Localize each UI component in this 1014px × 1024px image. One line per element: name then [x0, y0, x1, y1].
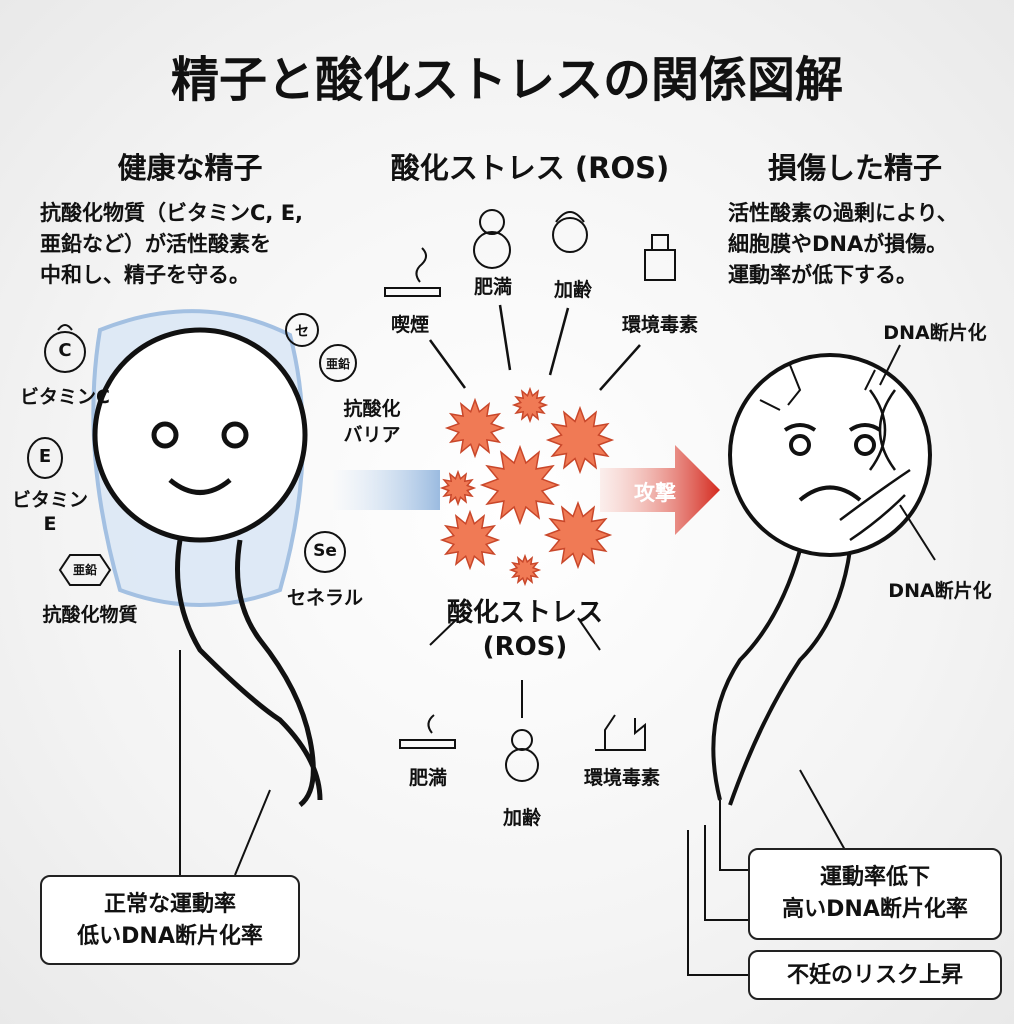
- vitamin-c-icon: C: [58, 340, 72, 361]
- box-line: 低いDNA断片化率: [77, 924, 263, 949]
- healthy-description: 抗酸化物質（ビタミンC, E, 亜鉛など）が活性酸素を 中和し、精子を守る。: [40, 198, 303, 291]
- factor-icons: [384, 209, 676, 782]
- desc-line: 運動率が低下する。: [728, 263, 917, 287]
- damaged-description: 活性酸素の過剰により、 細胞膜やDNAが損傷。 運動率が低下する。: [728, 198, 958, 291]
- factor-smoking: 喫煙: [390, 314, 430, 336]
- selenium-icon: Se: [313, 541, 337, 561]
- page-title: 精子と酸化ストレスの関係図解: [170, 52, 844, 108]
- ros-burst: [479, 444, 561, 526]
- ros-burst: [545, 405, 615, 475]
- zinc-icon: 亜鉛: [72, 563, 98, 577]
- selenium-label: セネラル: [286, 587, 364, 609]
- factor-toxins: 環境毒素: [621, 314, 699, 336]
- vitamin-e-icon: E: [38, 446, 52, 467]
- dna-fragmentation-label: DNA断片化: [883, 322, 987, 344]
- attack-arrow: [600, 445, 720, 535]
- infertility-risk-box: 不妊のリスク上昇: [748, 950, 1002, 1000]
- selenium-jp-icon: セ: [295, 324, 309, 340]
- desc-line: 抗酸化物質（ビタミンC, E,: [40, 201, 304, 225]
- ros-burst: [439, 509, 501, 571]
- ros-burst: [543, 500, 613, 570]
- bottom-factor-aging: 加齢: [502, 807, 542, 829]
- ros-center-label: 酸化ストレス (ROS): [447, 596, 603, 664]
- vitamin-c-label: ビタミンC: [20, 386, 110, 408]
- protection-band: [330, 470, 440, 510]
- label-line: 酸化ストレス: [446, 598, 604, 628]
- box-line: 運動率低下: [819, 865, 930, 890]
- label-line: 抗酸化: [343, 398, 401, 420]
- healthy-result-box: 正常な運動率低いDNA断片化率: [40, 875, 300, 965]
- bottom-factor-toxins: 環境毒素: [583, 767, 661, 789]
- ros-heading: 酸化ストレス (ROS): [390, 151, 670, 185]
- zinc-icon-2: 亜鉛: [325, 357, 351, 371]
- damaged-heading: 損傷した精子: [767, 151, 943, 185]
- dna-fragmentation-label: DNA断片化: [888, 580, 992, 602]
- barrier-label: 抗酸化バリア: [343, 396, 400, 448]
- ros-burst: [511, 386, 549, 424]
- factor-aging: 加齢: [553, 279, 593, 301]
- desc-line: 活性酸素の過剰により、: [728, 201, 958, 225]
- attack-label: 攻撃: [634, 481, 676, 505]
- ros-burst: [439, 469, 477, 507]
- ros-burst: [508, 553, 542, 587]
- desc-line: 中和し、精子を守る。: [40, 263, 250, 287]
- antioxidants-label: 抗酸化物質: [42, 604, 138, 626]
- desc-line: 亜鉛など）が活性酸素を: [40, 232, 271, 256]
- box-line: 正常な運動率: [103, 892, 236, 917]
- label-line: バリア: [343, 424, 401, 446]
- healthy-sperm: [92, 327, 323, 807]
- label-line: E: [43, 513, 57, 535]
- damaged-sperm: [687, 344, 936, 976]
- label-line: (ROS): [482, 632, 568, 662]
- desc-line: 細胞膜やDNAが損傷。: [728, 232, 948, 256]
- factor-obesity: 肥満: [473, 276, 513, 298]
- ros-burst: [444, 397, 506, 459]
- box-line: 高いDNA断片化率: [782, 897, 968, 922]
- label-line: ビタミン: [11, 489, 89, 511]
- damaged-result-box: 運動率低下高いDNA断片化率: [748, 848, 1002, 940]
- ros-bursts: [439, 386, 615, 587]
- healthy-heading: 健康な精子: [117, 151, 263, 185]
- bottom-factor-obesity: 肥満: [408, 767, 448, 789]
